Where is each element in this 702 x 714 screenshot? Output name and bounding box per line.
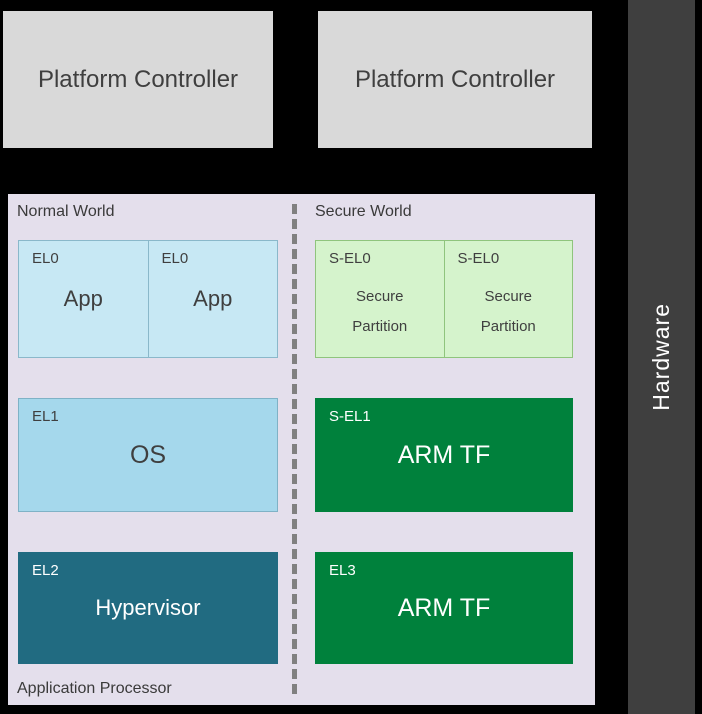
sel0-secure-partition-box-1: S-EL0 Secure Partition	[315, 240, 445, 358]
secure-partition-title: Secure Partition	[480, 288, 536, 335]
platform-controller-box-right: Platform Controller	[318, 11, 592, 148]
hypervisor-title: Hypervisor	[95, 595, 201, 620]
el1-os-box: EL1 OS	[18, 398, 278, 512]
el0-app-box-2: EL0 App	[147, 240, 278, 358]
platform-controller-box-left: Platform Controller	[3, 11, 273, 148]
platform-controller-label: Platform Controller	[354, 65, 556, 93]
platform-controller-label: Platform Controller	[37, 65, 239, 93]
el1-level-label: EL1	[32, 408, 59, 425]
el2-hypervisor-box: EL2 Hypervisor	[18, 552, 278, 664]
armtf-title: ARM TF	[397, 593, 491, 622]
sel1-armtf-box: S-EL1 ARM TF	[315, 398, 573, 512]
sel0-row: S-EL0 Secure Partition S-EL0 Secure Part…	[315, 240, 573, 358]
hardware-label: Hardware	[648, 303, 674, 411]
sel0-level-label: S-EL0	[457, 250, 500, 267]
app-title: App	[63, 286, 103, 311]
sel0-secure-partition-box-2: S-EL0 Secure Partition	[443, 240, 573, 358]
app-title: App	[193, 286, 233, 311]
secure-world-label: Secure World	[315, 203, 412, 220]
el0-app-box-1: EL0 App	[18, 240, 149, 358]
hardware-bar: Hardware	[628, 0, 695, 714]
el0-level-label: EL0	[161, 250, 189, 267]
worlds-panel: Normal World Secure World EL0 App EL0 Ap…	[8, 194, 595, 705]
world-divider	[292, 204, 297, 694]
sel0-level-label: S-EL0	[329, 250, 371, 267]
el3-armtf-box: EL3 ARM TF	[315, 552, 573, 664]
el0-level-label: EL0	[32, 250, 59, 267]
el3-level-label: EL3	[329, 562, 356, 579]
normal-world-label: Normal World	[17, 203, 115, 220]
el0-row: EL0 App EL0 App	[18, 240, 278, 358]
armtf-title: ARM TF	[397, 440, 491, 469]
el2-level-label: EL2	[32, 562, 59, 579]
secure-partition-title: Secure Partition	[352, 288, 408, 335]
sel1-level-label: S-EL1	[329, 408, 371, 425]
os-title: OS	[129, 440, 167, 469]
application-processor-label: Application Processor	[17, 680, 172, 697]
